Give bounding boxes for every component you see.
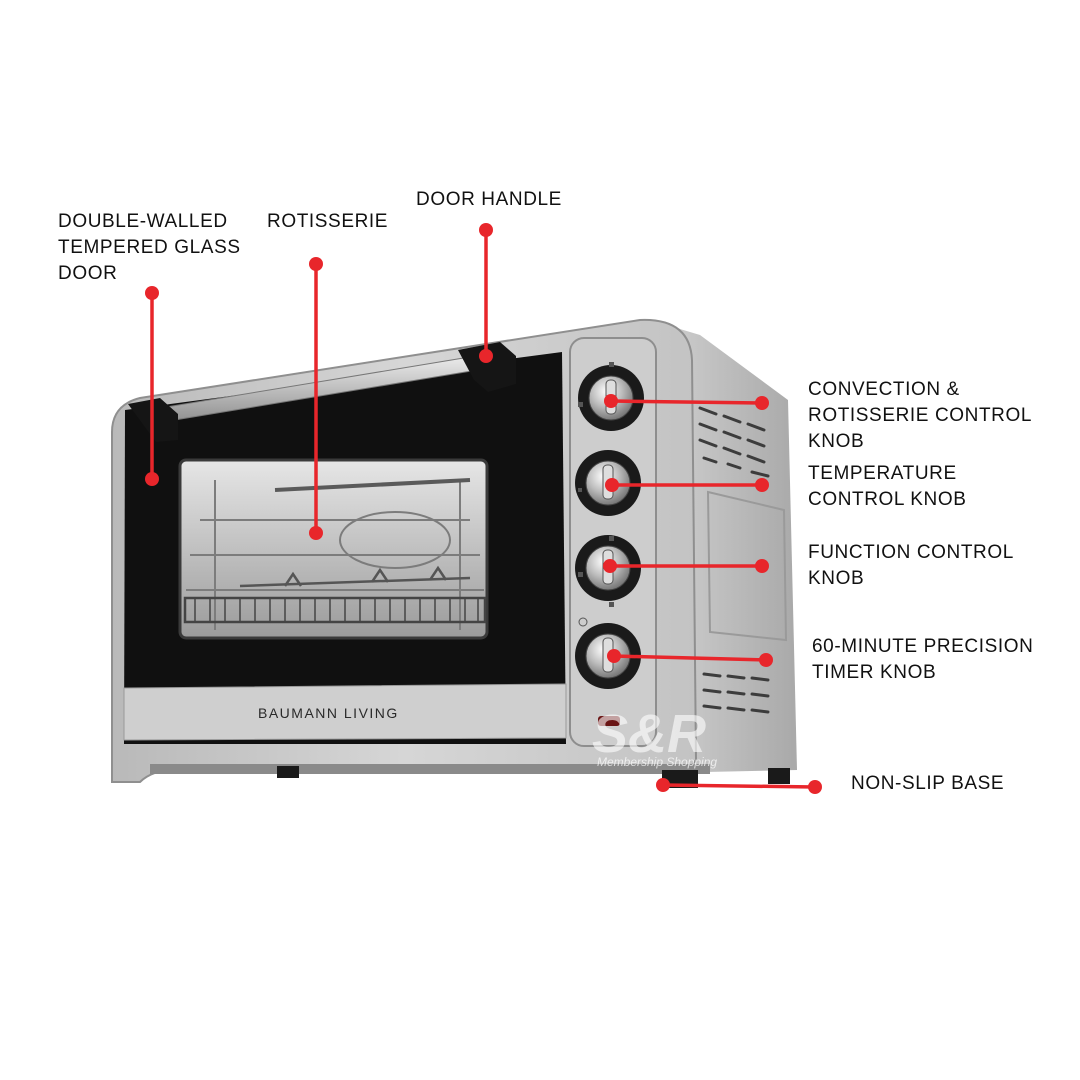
label-door-handle: DOOR HANDLE (416, 189, 562, 210)
foot-left (277, 766, 299, 778)
foot-right-back (768, 768, 790, 784)
label-non-slip-base: NON-SLIP BASE (851, 773, 1005, 794)
toaster-oven: BAUMANN LIVING (111, 318, 797, 788)
door-bottom-strip (123, 683, 567, 741)
label-rotisserie: ROTISSERIE (267, 211, 389, 232)
watermark-subtitle: Membership Shopping (597, 755, 717, 769)
label-glass-door: DOUBLE-WALLED TEMPERED GLASS DOOR (58, 211, 241, 284)
rotisserie-spit (239, 565, 471, 588)
callouts (145, 223, 822, 794)
label-function-knob: FUNCTION CONTROL KNOB (808, 542, 1014, 589)
label-timer-knob: 60-MINUTE PRECISION TIMER KNOB (812, 636, 1034, 683)
brand-logo: BAUMANN LIVING (258, 705, 399, 721)
power-indicator-light (598, 716, 620, 726)
side-vents (698, 406, 770, 714)
side-panel-inset (706, 490, 788, 642)
label-convection-knob: CONVECTION & ROTISSERIE CONTROL KNOB (808, 379, 1033, 452)
knob-tick-marks (578, 362, 614, 627)
watermark-logo: S&R (592, 704, 706, 764)
oven-cavity (186, 478, 484, 630)
wire-rack (183, 596, 487, 624)
oven-base-strip (150, 764, 710, 774)
label-temperature-knob: TEMPERATURE CONTROL KNOB (808, 463, 967, 510)
oven-window (178, 458, 489, 640)
